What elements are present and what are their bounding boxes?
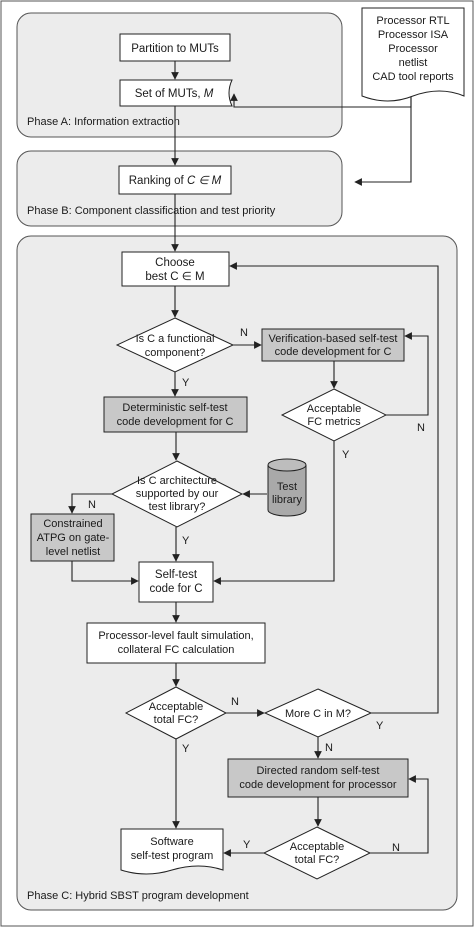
- test-library-cylinder-top: [267, 458, 307, 472]
- set-of-muts-text: Set of MUTs, M: [135, 88, 214, 100]
- software-text-1: Software: [150, 836, 193, 848]
- label-functional-yes: Y: [182, 377, 190, 389]
- phase-a-label: Phase A: Information extraction: [27, 116, 180, 128]
- acceptable-total-fc-2-decision: [262, 826, 372, 880]
- atpg-text-3: level netlist: [46, 546, 100, 558]
- source-line-3: Processor: [388, 43, 438, 55]
- directed-text-1: Directed random self-test: [257, 765, 380, 777]
- choose-text-2: best C ∈ M: [145, 271, 204, 283]
- edge-architecture-no: [68, 493, 112, 514]
- total-fc2-text-2: total FC?: [295, 854, 340, 866]
- label-architecture-yes: Y: [182, 535, 190, 547]
- choose-best-box: [121, 251, 230, 287]
- phase-b-label: Phase B: Component classification and te…: [27, 205, 276, 217]
- source-line-4: netlist: [399, 57, 428, 69]
- fc-metrics-text-2: FC metrics: [307, 416, 361, 428]
- total-fc2-text-1: Acceptable: [290, 841, 344, 853]
- total-fc-text-2: total FC?: [154, 714, 199, 726]
- edge-more-c-yes: [229, 262, 439, 714]
- label-total2-yes: Y: [243, 839, 251, 851]
- software-text-2: self-test program: [131, 850, 214, 862]
- is-functional-text-1: Is C a functional: [136, 333, 215, 345]
- architecture-text-2: supported by our: [136, 488, 219, 500]
- ranking-text: Ranking of C ∈ M: [129, 175, 222, 187]
- more-c-text: More C in M?: [285, 708, 351, 720]
- set-of-muts-box: [119, 79, 233, 107]
- test-library-text-1: Test: [277, 481, 297, 493]
- source-line-2: Processor ISA: [378, 29, 449, 41]
- edge-total2-no-loop: [370, 775, 429, 854]
- label-metrics-yes: Y: [342, 449, 350, 461]
- self-test-code-box: [138, 561, 214, 603]
- architecture-text-3: test library?: [149, 501, 206, 513]
- atpg-text-1: Constrained: [43, 518, 102, 530]
- partition-text: Partition to MUTs: [131, 43, 219, 55]
- edge-atpg-to-selftest: [71, 561, 139, 585]
- phase-a-panel: [16, 12, 343, 138]
- deterministic-text-2: code development for C: [117, 416, 234, 428]
- software-program-document: [120, 828, 224, 875]
- fault-simulation-box: [86, 622, 266, 664]
- test-library-text-2: library: [272, 494, 302, 506]
- verification-text-1: Verification-based self-test: [268, 333, 397, 345]
- phase-c-label: Phase C: Hybrid SBST program development: [27, 890, 249, 902]
- connectors: [68, 61, 439, 857]
- fault-sim-text-2: collateral FC calculation: [118, 644, 235, 656]
- ranking-box: [118, 165, 232, 195]
- source-line-5: CAD tool reports: [372, 71, 454, 83]
- constrained-atpg-box: [30, 513, 115, 562]
- edge-metrics-no-loop: [386, 332, 429, 416]
- label-more-c-no: N: [325, 742, 333, 754]
- architecture-text-1: Is C architecture: [137, 475, 217, 487]
- deterministic-text-1: Deterministic self-test: [122, 402, 227, 414]
- label-more-c-yes: Y: [376, 720, 384, 732]
- verification-box: [261, 328, 405, 362]
- verification-text-2: code development for C: [275, 346, 392, 358]
- selftest-text-2: code for C: [149, 583, 202, 595]
- label-functional-no: N: [240, 327, 248, 339]
- atpg-text-2: ATPG on gate-: [37, 532, 110, 544]
- label-total-yes: Y: [182, 743, 190, 755]
- source-line-1: Processor RTL: [376, 15, 449, 27]
- edge-source-to-phase-b: [354, 97, 412, 186]
- test-library-cylinder: [267, 465, 307, 517]
- fault-sim-text-1: Processor-level fault simulation,: [98, 630, 253, 642]
- choose-text-1: Choose: [155, 257, 195, 269]
- label-metrics-no: N: [417, 422, 425, 434]
- fc-metrics-text-1: Acceptable: [307, 403, 361, 415]
- label-architecture-no: N: [88, 499, 96, 511]
- source-document: [361, 7, 465, 102]
- label-total-no: N: [231, 696, 239, 708]
- label-total2-no: N: [392, 842, 400, 854]
- directed-text-2: code development for processor: [239, 779, 396, 791]
- edge-metrics-yes: [213, 441, 335, 585]
- deterministic-box: [103, 396, 248, 433]
- is-functional-text-2: component?: [145, 347, 206, 359]
- total-fc-text-1: Acceptable: [149, 701, 203, 713]
- architecture-supported-decision: [110, 460, 244, 528]
- selftest-text-1: Self-test: [155, 569, 198, 581]
